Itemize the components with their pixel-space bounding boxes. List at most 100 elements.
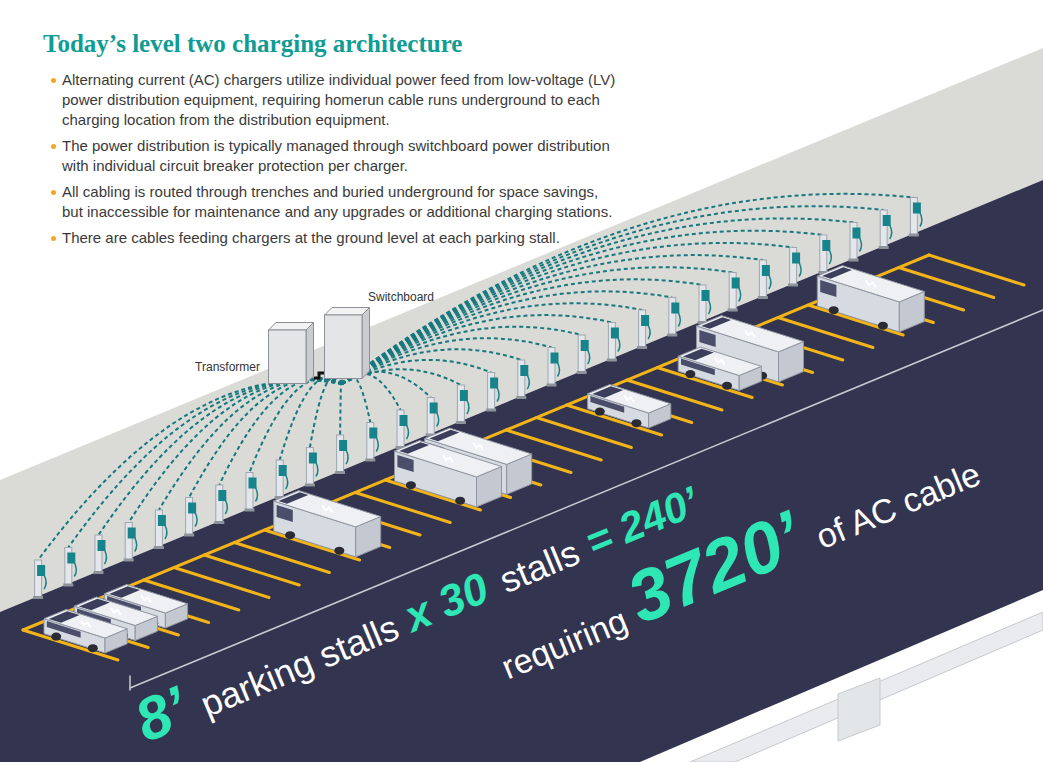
- underground-cable: [342, 243, 793, 384]
- charger-head: [913, 203, 921, 214]
- wheel: [631, 419, 641, 427]
- underground-cable: [250, 378, 343, 473]
- road: [0, 180, 1043, 762]
- cabinet-box: Transformer: [268, 322, 314, 384]
- bullet-item: There are cables feeding chargers at the…: [62, 228, 622, 248]
- charger-head: [702, 290, 710, 301]
- dimension-line: [130, 310, 1043, 688]
- charger-cable: [135, 538, 137, 552]
- vehicle-roof: [817, 266, 924, 302]
- cabinet-box: Switchboard: [324, 307, 370, 379]
- lightning-icon: [322, 505, 332, 512]
- vehicle-roof: [395, 441, 502, 477]
- wheel: [595, 408, 605, 416]
- charger-base: [909, 234, 919, 237]
- cabinet-side: [306, 323, 314, 384]
- charger-base: [728, 309, 738, 312]
- charger-head: [400, 415, 408, 426]
- dimension-tick: [129, 676, 131, 690]
- wheel: [722, 382, 732, 390]
- lightning-icon: [624, 395, 634, 402]
- bullet-dot: [51, 78, 56, 83]
- charger-cable: [74, 563, 76, 577]
- bullet-item: All cabling is routed through trenches a…: [62, 182, 622, 222]
- wheel: [406, 481, 416, 489]
- lightning-icon: [715, 358, 725, 365]
- charger-head: [460, 390, 468, 401]
- charger-head: [853, 228, 861, 239]
- windshield: [701, 317, 731, 329]
- charger-head: [551, 353, 559, 364]
- underground-cable: [342, 315, 612, 384]
- windshield: [278, 492, 308, 504]
- charger-cable: [558, 363, 560, 377]
- charger-cable: [709, 300, 711, 314]
- vehicle-roof: [274, 491, 381, 527]
- wheel: [685, 370, 695, 378]
- bullet-dot: [51, 190, 56, 195]
- underground-cable: [342, 291, 672, 384]
- charger-cable: [437, 413, 439, 427]
- cabinet-side: [362, 308, 370, 379]
- charger-head: [339, 440, 347, 451]
- charger-cable: [739, 288, 741, 302]
- bullet-list: Alternating current (AC) chargers utiliz…: [62, 70, 622, 254]
- underground-cable: [189, 379, 342, 498]
- charger-base: [63, 584, 73, 587]
- charger-base: [335, 471, 345, 474]
- underground-cable: [159, 379, 342, 510]
- charger-head: [671, 303, 679, 314]
- charger-head: [279, 465, 287, 476]
- charger-head: [490, 378, 498, 389]
- lightning-icon: [111, 608, 121, 615]
- charger-cable: [678, 313, 680, 327]
- charger-cable: [467, 400, 469, 414]
- cabinet-front: [269, 330, 307, 384]
- underground-cable: [342, 279, 703, 384]
- title-holder: Today’s level two charging architecture: [43, 30, 462, 58]
- bullet-text: The power distribution is typically mana…: [62, 137, 610, 174]
- charger-head: [218, 490, 226, 501]
- wheel: [88, 644, 98, 652]
- charger-head: [641, 315, 649, 326]
- windshield: [822, 267, 852, 279]
- charger-cable: [890, 225, 892, 239]
- underground-cable: [342, 375, 370, 423]
- underground-cable: [340, 376, 342, 435]
- car: [588, 385, 671, 429]
- wheel: [829, 306, 839, 314]
- charger-head: [611, 328, 619, 339]
- bullet-item: The power distribution is typically mana…: [62, 136, 622, 176]
- windshield: [49, 611, 80, 623]
- underground-cable: [342, 327, 582, 384]
- bus-connector: [314, 373, 324, 378]
- side-window: [277, 505, 293, 522]
- charger-head: [158, 515, 166, 526]
- charger-head: [520, 365, 528, 376]
- cabinet-shape: [268, 322, 314, 384]
- title: Today’s level two charging architecture: [43, 30, 462, 58]
- charger-cable: [105, 550, 107, 564]
- bullet-dot: [51, 144, 56, 149]
- wheel: [455, 497, 465, 505]
- charger-base: [547, 384, 557, 387]
- side-window: [397, 455, 413, 472]
- charger-cable: [195, 513, 197, 527]
- charger-head: [249, 478, 257, 489]
- railing-box: [838, 678, 880, 741]
- stall-line: [929, 255, 1024, 285]
- car: [44, 610, 127, 654]
- vehicle-roof: [697, 316, 804, 352]
- cabinet-label: Transformer: [195, 360, 260, 374]
- lightning-icon: [81, 620, 91, 627]
- charger-base: [184, 534, 194, 537]
- bullet-item: Alternating current (AC) chargers utiliz…: [62, 70, 622, 130]
- underground-cable: [342, 267, 733, 384]
- charger-cable: [648, 325, 650, 339]
- charger-head: [792, 253, 800, 264]
- charger-cable: [376, 438, 378, 452]
- side-window: [820, 280, 836, 297]
- charger-base: [607, 359, 617, 362]
- charger-head: [309, 453, 317, 464]
